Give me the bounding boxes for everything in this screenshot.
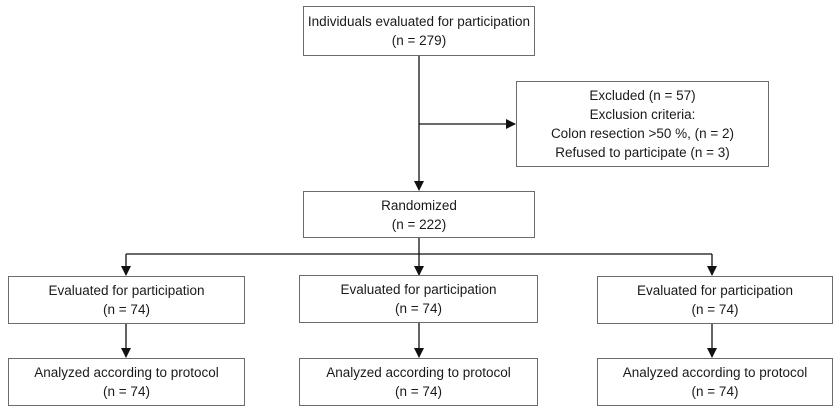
- randomized-count: (n = 222): [391, 216, 447, 232]
- exclusion-criteria-label: Exclusion criteria:: [589, 107, 696, 122]
- evaluated-box: Individuals evaluated for participation …: [303, 6, 535, 56]
- arm-2-evaluated-count: (n = 74): [395, 301, 442, 316]
- arm-3-evaluated-box: Evaluated for participation (n = 74): [597, 276, 833, 324]
- arm-1-analyzed-count: (n = 74): [103, 384, 150, 399]
- arm-3-analyzed-box: Analyzed according to protocol (n = 74): [597, 358, 833, 406]
- arm-3-analyzed-label: Analyzed according to protocol: [622, 365, 808, 380]
- colon-resection-criterion: Colon resection >50 %, (n = 2): [550, 126, 735, 141]
- arm-3-evaluated-label: Evaluated for participation: [636, 283, 794, 298]
- arm-2-evaluated-label: Evaluated for participation: [340, 282, 497, 297]
- randomized-box: Randomized (n = 222): [303, 191, 535, 238]
- arm-1-evaluated-box: Evaluated for participation (n = 74): [8, 276, 245, 324]
- randomized-label: Randomized: [381, 197, 457, 213]
- evaluated-label: Individuals evaluated for participation: [307, 14, 531, 29]
- arm-2-evaluated-box: Evaluated for participation (n = 74): [299, 275, 538, 323]
- arm-1-analyzed-box: Analyzed according to protocol (n = 74): [8, 358, 245, 406]
- arm-2-analyzed-box: Analyzed according to protocol (n = 74): [299, 358, 538, 406]
- arm-1-evaluated-count: (n = 74): [103, 302, 150, 317]
- evaluated-count: (n = 279): [391, 33, 447, 48]
- excluded-count: Excluded (n = 57): [589, 88, 696, 103]
- arm-3-evaluated-count: (n = 74): [691, 302, 739, 317]
- refused-criterion: Refused to participate (n = 3): [555, 145, 730, 160]
- arm-2-analyzed-count: (n = 74): [395, 384, 442, 399]
- arm-1-evaluated-label: Evaluated for participation: [48, 283, 205, 298]
- arm-2-analyzed-label: Analyzed according to protocol: [326, 365, 511, 380]
- arm-1-analyzed-label: Analyzed according to protocol: [34, 365, 219, 380]
- excluded-box: Excluded (n = 57) Exclusion criteria: Co…: [516, 81, 769, 167]
- arm-3-analyzed-count: (n = 74): [691, 384, 739, 399]
